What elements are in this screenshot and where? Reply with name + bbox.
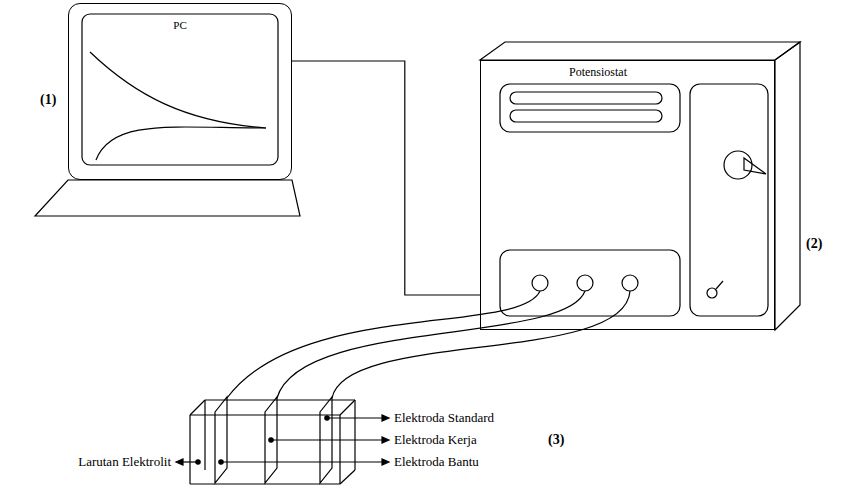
terminal-panel [500,250,680,316]
leader-group [176,415,389,465]
label-holder: Elektroda Kerja [394,432,477,448]
illustration-group [35,14,800,484]
switch-symbol [707,288,717,298]
label-holder: (2) [806,236,822,252]
display-slot [510,92,662,104]
switch-symbol [716,281,723,289]
part-label: Elektroda Kerja [394,432,477,448]
cell-wall [189,415,190,484]
control-knob [724,151,752,179]
electrode-wire [277,291,585,398]
control-panel [690,84,768,316]
label-holder: Larutan Elektrolit [78,454,171,470]
electrode-plate [215,397,227,483]
part-label: Elektroda Standard [394,410,494,426]
label-holder: Elektroda Bantu [394,454,479,470]
monitor-base [35,180,300,216]
display-slot [510,110,662,122]
terminal-socket [622,275,638,291]
electrode-wire [332,291,630,398]
knob-pointer [744,158,766,174]
monitor-box: PC [68,3,292,180]
leader-arrowhead [382,415,389,421]
electrode-wire [227,291,540,398]
terminal-socket [577,275,593,291]
cell-wall [340,470,355,484]
leader-line [182,461,198,462]
callout-number: (2) [806,236,822,252]
leader-line [271,439,383,440]
potentiostat-side [775,42,800,330]
leader-arrowhead [382,459,389,465]
leader-line [327,417,383,418]
cell-wall [354,400,355,470]
cell-wall [340,400,355,415]
screen-area [82,14,278,165]
cell-wall [339,415,340,484]
label-holder: (3) [548,432,564,448]
potentiostat-box: Potensiostat [480,60,775,330]
terminal-socket [532,275,548,291]
plot-curve [90,52,266,128]
callout-number: (1) [40,92,56,108]
leader-line [221,461,383,462]
plot-curve [96,127,266,160]
label-holder: (1) [40,92,56,108]
part-label: Larutan Elektrolit [78,454,171,470]
display-panel [500,84,680,132]
connector-cable [292,61,480,295]
node-label: Potensiostat [481,65,774,80]
leader-arrowhead [382,437,389,443]
label-holder: Elektroda Standard [394,410,494,426]
callout-number: (3) [548,432,564,448]
part-label: Elektroda Bantu [394,454,479,470]
cell-wall [190,400,205,415]
cell-wall [204,400,205,470]
leader-arrowhead [176,459,183,465]
potentiostat-top [480,42,800,60]
node-label: PC [69,18,291,32]
